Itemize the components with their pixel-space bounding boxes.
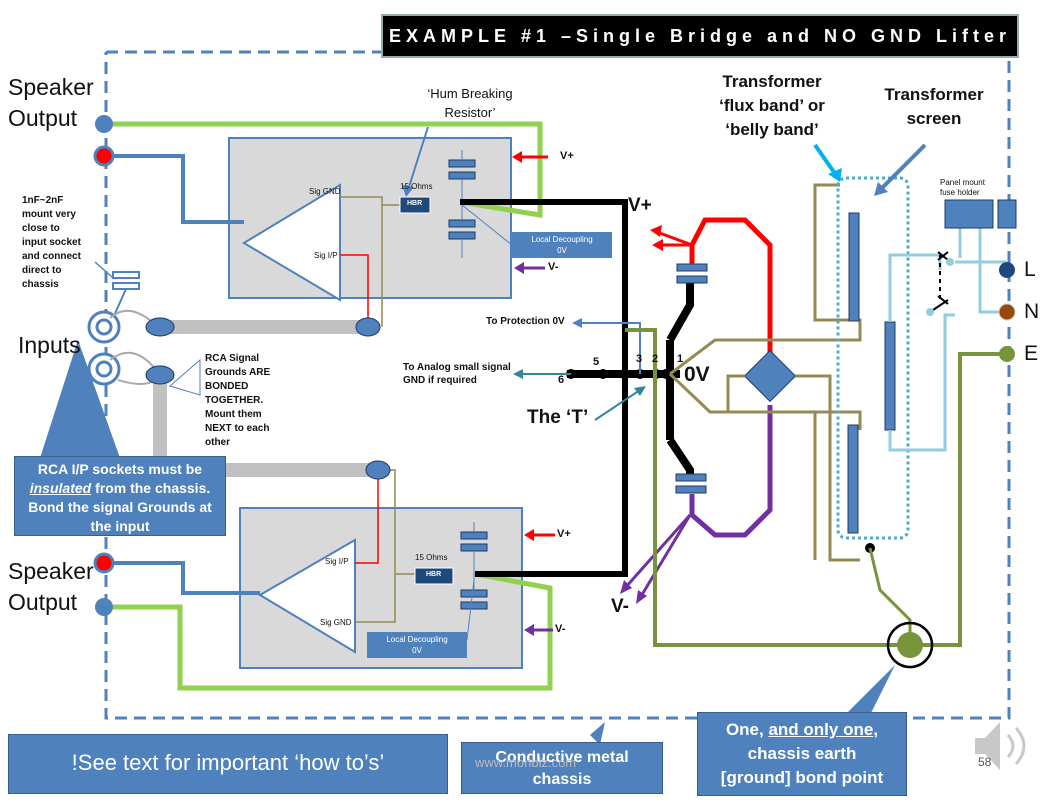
label-hum-breaking: ‘Hum Breaking Resistor’: [427, 86, 513, 120]
label-local-decoupling-top: Local Decoupling 0V: [531, 235, 593, 255]
label-terminal-e: E: [1024, 342, 1039, 365]
callout-conductive-chassis: Conductive metal chassis: [461, 742, 663, 794]
watermark: www.monbiz.com: [475, 755, 577, 770]
local-decoupling-box-top: [512, 232, 612, 258]
label-to-protection: To Protection 0V: [486, 316, 565, 327]
callout-one-b: , chassis earth [ground] bond point: [720, 720, 884, 787]
label-ohms-top: 15 Ohms: [400, 182, 433, 191]
wire-green-top: [105, 121, 543, 218]
label-vminus-small-bottom: V-: [555, 623, 566, 635]
amp-triangle-bottom: [258, 538, 356, 654]
label-sig-gnd-top: Sig GND: [309, 187, 341, 196]
hbr-resistor-top: [399, 196, 431, 214]
label-node-5: 5: [593, 356, 600, 368]
flux-band: [836, 176, 910, 540]
callout-rca-line1: RCA I/P sockets must be: [37, 461, 203, 477]
label-node-6: 6: [558, 374, 565, 386]
label-0v: 0V: [684, 363, 710, 386]
callout-one-a: One,: [725, 720, 769, 739]
label-flux-band: Transformer ‘flux band’ or ‘belly band’: [719, 72, 825, 139]
label-fuse-holder: Panel mount fuse holder: [940, 178, 985, 197]
callout-rca-em: insulated: [29, 480, 92, 496]
sig-ip-wire-bottom: [355, 470, 379, 564]
speaker-term-top-1: [95, 115, 113, 133]
fuse-holder: [944, 199, 994, 229]
callout-rca-insulated: RCA I/P sockets must be insulated from t…: [14, 456, 226, 536]
label-terminal-l: L: [1024, 258, 1036, 281]
terminal-l: [999, 262, 1015, 278]
wire-blue-top: [105, 154, 244, 224]
label-rca-note: RCA Signal Grounds ARE BONDED TOGETHER. …: [205, 353, 271, 448]
chassis-bond-point: [886, 621, 934, 669]
callout-see-text: !See text for important ‘how to’s’: [8, 734, 448, 794]
label-ohms-bottom: 15 Ohms: [415, 553, 448, 562]
speaker-term-bottom-2: [95, 598, 113, 616]
label-node-1: 1: [677, 353, 684, 365]
label-node-2: 2: [652, 353, 659, 365]
page-number: 58: [978, 755, 992, 769]
label-node-3: 3: [636, 353, 643, 365]
speaker-term-bottom-1: [93, 552, 115, 574]
label-sig-ip-bottom: Sig I/P: [325, 557, 349, 566]
label-terminal-n: N: [1024, 300, 1040, 323]
label-speaker-output-bottom: Speaker Output: [8, 558, 94, 615]
input-cap: [112, 271, 140, 290]
label-sig-ip-top: Sig I/P: [314, 251, 338, 260]
sig-gnd-wire-top: [340, 196, 410, 206]
label-local-decoupling-bottom: Local Decoupling 0V: [386, 635, 448, 655]
wire-earth: [625, 328, 1007, 647]
wire-blue-bottom: [105, 561, 260, 595]
label-inputs: Inputs: [18, 332, 81, 358]
wire-green-bottom: [105, 571, 553, 691]
label-cap-note: 1nF~2nF mount very close to input socket…: [22, 195, 81, 290]
label-hbr-top: HBR: [407, 200, 423, 207]
callout-rca-line3: Bond the signal Grounds at the input: [28, 499, 212, 534]
speaker-term-top-2: [93, 145, 115, 167]
label-v-plus: V+: [628, 195, 652, 216]
winding-primary: [884, 321, 896, 431]
wire-black-ground: [460, 199, 628, 577]
callout-one-bond-point: One, and only one, chassis earth [ground…: [697, 712, 907, 796]
label-transformer-screen: Transformer screen: [884, 85, 984, 128]
slide-title: EXAMPLE #1 –Single Bridge and NO GND Lif…: [381, 14, 1019, 58]
sig-ip-wire-top: [340, 254, 369, 327]
label-vminus-small-top: V-: [548, 261, 559, 273]
label-the-t: The ‘T’: [527, 407, 589, 428]
label-to-analog: To Analog small signal GND if required: [403, 362, 511, 386]
speaker-icon[interactable]: [975, 722, 1026, 770]
callout-one-u: and only one: [768, 720, 874, 739]
hbr-resistor-bottom: [414, 567, 454, 585]
winding-1: [848, 212, 860, 322]
bridge-rectifier: [743, 349, 797, 403]
wire-khaki-secondary: [668, 183, 862, 562]
wire-purple-vminus: [689, 405, 773, 538]
wire-red-vplus: [689, 217, 773, 360]
label-vplus-small-bottom: V+: [557, 528, 571, 540]
callout-rca-line2: from the chassis.: [91, 480, 211, 496]
label-v-minus: V-: [611, 596, 629, 617]
amp-triangle-top: [242, 183, 341, 302]
label-sig-gnd-bottom: Sig GND: [320, 618, 352, 627]
label-hbr-bottom: HBR: [426, 571, 442, 578]
label-vplus-small-top: V+: [560, 150, 574, 162]
terminal-n: [998, 303, 1016, 321]
winding-2: [847, 424, 859, 534]
label-speaker-output-top: Speaker Output: [8, 74, 94, 131]
local-decoupling-box-bottom: [367, 632, 467, 658]
